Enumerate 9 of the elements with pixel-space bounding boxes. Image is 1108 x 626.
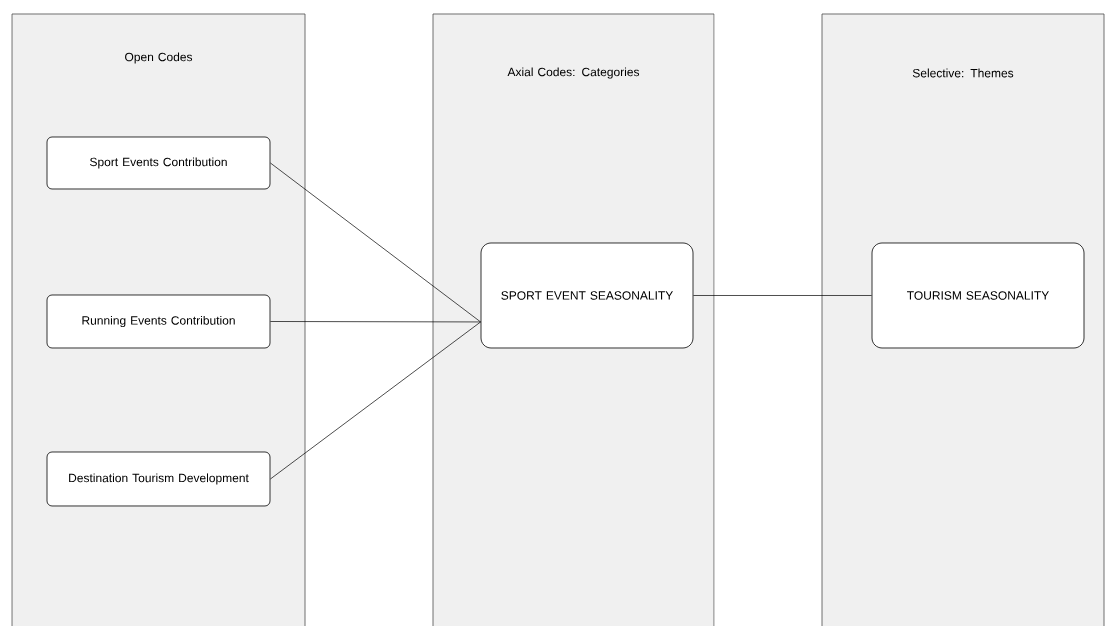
connector-line <box>693 295 872 296</box>
code-box: Running Events Contribution <box>46 294 271 349</box>
connector-line <box>270 162 481 323</box>
connector-line <box>270 321 481 323</box>
code-box: Destination Tourism Development <box>46 451 271 507</box>
category-box: TOURISM SEASONALITY <box>871 242 1085 349</box>
code-box: Sport Events Contribution <box>46 136 271 190</box>
connector-line <box>270 321 481 480</box>
category-box: SPORT EVENT SEASONALITY <box>480 242 694 349</box>
